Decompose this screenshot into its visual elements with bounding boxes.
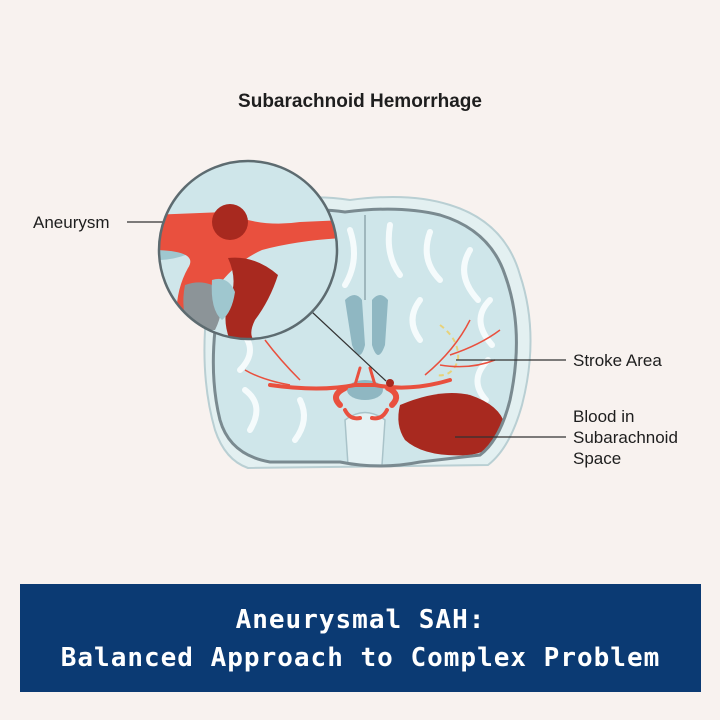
banner-title-line1: Aneurysmal SAH: bbox=[235, 605, 486, 635]
label-blood-in-subarachnoid-space: Blood in Subarachnoid Space bbox=[573, 406, 713, 469]
title-banner: Aneurysmal SAH: Balanced Approach to Com… bbox=[20, 584, 701, 692]
label-blood-line2: Subarachnoid bbox=[573, 428, 678, 447]
stroke-area bbox=[434, 324, 460, 377]
aneurysm-sac bbox=[212, 204, 248, 240]
banner-title-line2: Balanced Approach to Complex Problem bbox=[60, 643, 661, 673]
label-blood-line3: Space bbox=[573, 449, 622, 468]
arteries bbox=[268, 366, 452, 421]
subarachnoid-blood bbox=[398, 392, 505, 456]
aneurysm-marker bbox=[386, 379, 394, 387]
brainstem bbox=[344, 411, 386, 466]
diagram-title: Subarachnoid Hemorrhage bbox=[238, 91, 482, 112]
magnified-aneurysm-view bbox=[157, 159, 339, 341]
ventricles bbox=[345, 295, 388, 355]
label-blood-line1: Blood in bbox=[573, 407, 635, 426]
label-aneurysm: Aneurysm bbox=[33, 213, 110, 232]
label-stroke-area: Stroke Area bbox=[573, 351, 662, 370]
